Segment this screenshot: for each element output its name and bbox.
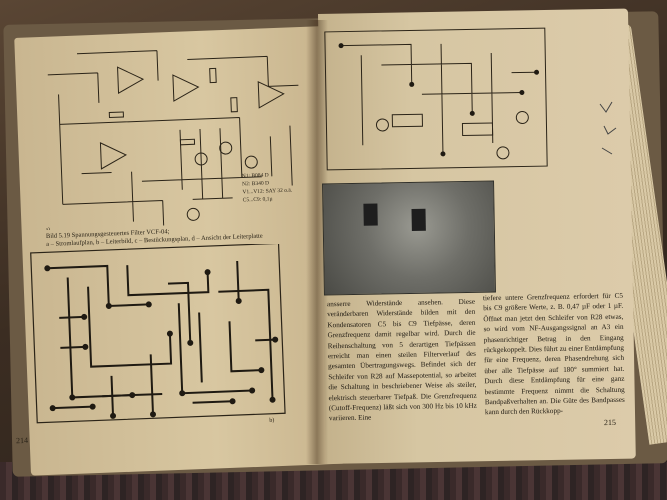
part-list-4: C5...C9: 0,1µ [243,196,273,203]
part-list-2: N2: B340 D [242,180,269,187]
page-number-right: 215 [603,417,617,428]
schematic-diagram: a) N1: B084 D N2: B340 D V1...V12: SAY 3… [46,50,299,230]
photo-chip [363,203,378,226]
part-list-1: N1: B084 D [242,172,269,179]
handwritten-marks [599,101,617,155]
body-text-right: tiefere untere Grenzfrequenz erfordert f… [482,291,625,417]
schematic-label-a: a) [46,226,51,230]
body-text-left: ansserre Widerstände ansehen. Diese verä… [326,297,477,423]
book-gutter [306,20,328,464]
page-number-left: 214 [15,435,29,446]
part-list-3: V1...V12: SAY 32 o.ä. [242,188,293,196]
pcb-layout: b) [30,244,286,424]
photo-chip [411,208,426,231]
pcb-label-b: b) [269,417,274,424]
component-layout [324,27,548,171]
pcb-photo [322,180,496,296]
